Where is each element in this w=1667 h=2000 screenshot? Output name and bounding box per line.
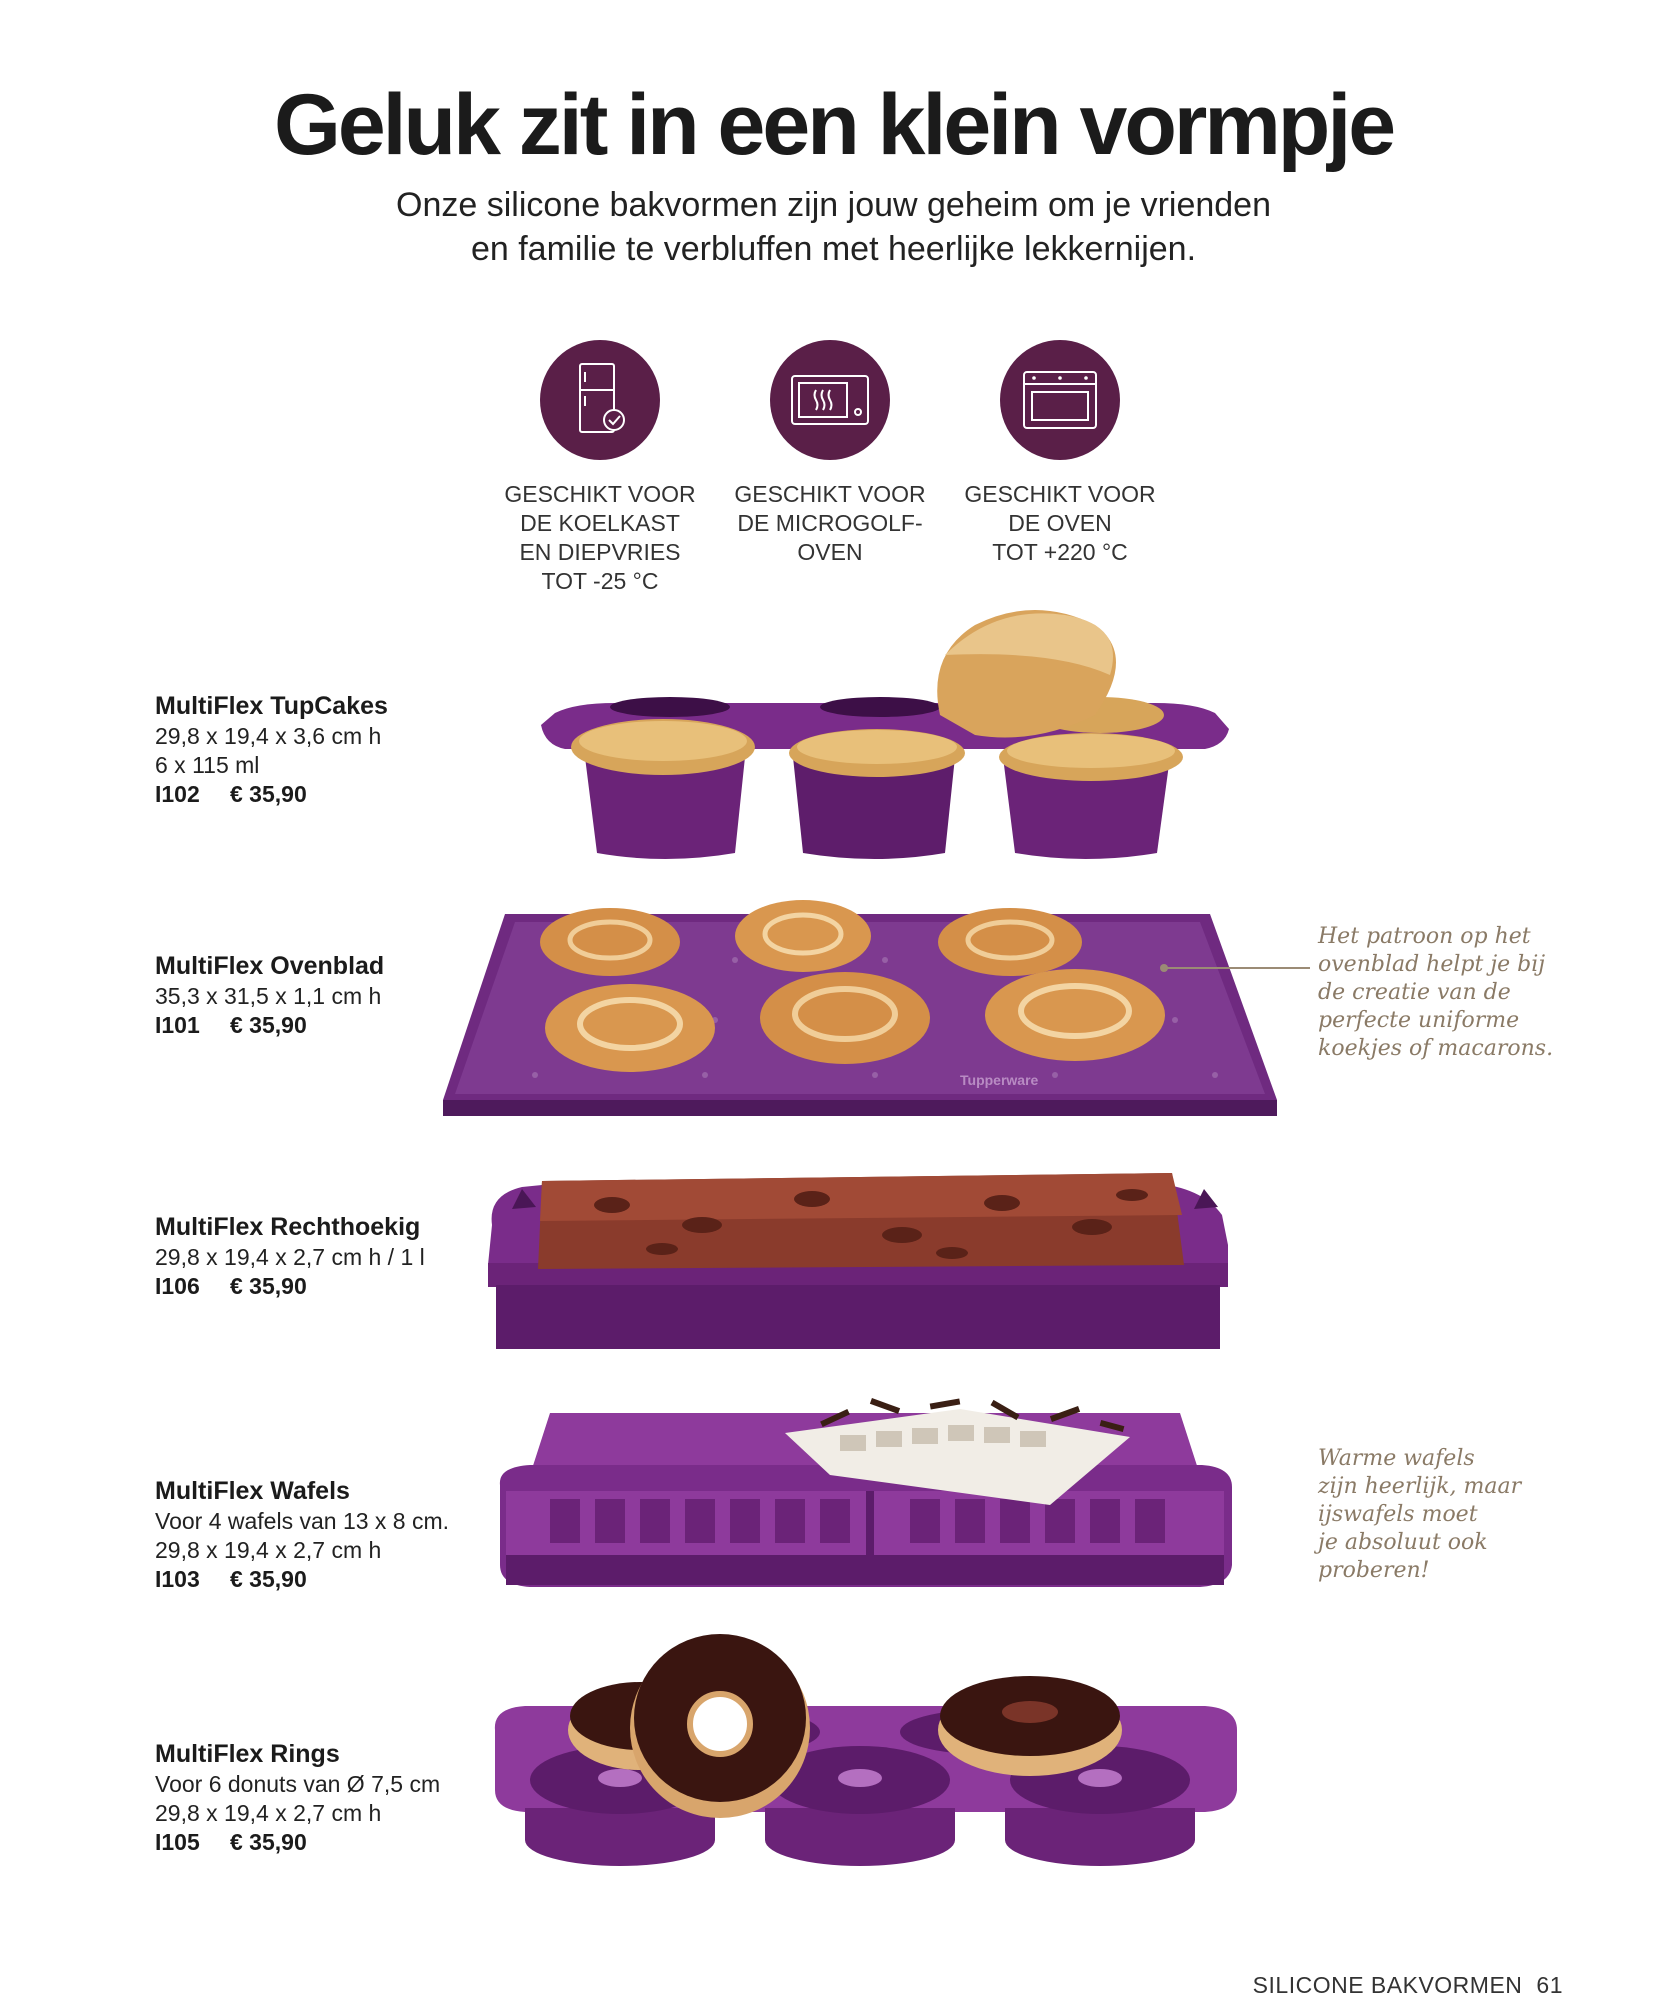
product-code: I103 xyxy=(155,1566,200,1592)
product-spec: 35,3 x 31,5 x 1,1 cm h xyxy=(155,983,382,1009)
fridge-icon xyxy=(540,340,660,460)
product-price: € 35,90 xyxy=(230,1012,307,1038)
footer-section: SILICONE BAKVORMEN xyxy=(1252,1972,1523,1998)
subtitle-line-1: Onze silicone bakvormen zijn jouw geheim… xyxy=(396,186,1271,224)
rings-mould-image xyxy=(494,1634,1238,1866)
product-price: € 35,90 xyxy=(230,1566,307,1592)
product-code: I101 xyxy=(155,1012,200,1038)
wafels-note: Warme wafels zijn heerlijk, maar ijswafe… xyxy=(1318,1446,1522,1583)
subtitle-line-2: en familie te verbluffen met heerlijke l… xyxy=(470,230,1197,268)
ovenblad-note: Het patroon op het ovenblad helpt je bij… xyxy=(1318,924,1554,1061)
product-price: € 35,90 xyxy=(230,1829,307,1855)
product-spec: Voor 4 wafels van 13 x 8 cm. 29,8 x 19,4… xyxy=(155,1508,450,1563)
ovenblad-note-pointer-line xyxy=(1166,967,1310,969)
rechthoekig-mould-image xyxy=(488,1173,1228,1349)
product-code: I106 xyxy=(155,1273,200,1299)
page-number: 61 xyxy=(1536,1972,1563,1998)
product-name: MultiFlex Rechthoekig xyxy=(155,1213,421,1241)
product-priceline: I106 € 35,90 xyxy=(155,1272,485,1301)
feature-fridge: GESCHIKT VOOR DE KOELKAST EN DIEPVRIES T… xyxy=(490,340,710,596)
page-footer: SILICONE BAKVORMEN 61 xyxy=(1253,1972,1563,1999)
feature-oven: GESCHIKT VOOR DE OVEN TOT +220 °C xyxy=(950,340,1170,567)
feature-label-oven: GESCHIKT VOOR DE OVEN TOT +220 °C xyxy=(964,481,1156,565)
feature-microwave: GESCHIKT VOOR DE MICROGOLF- OVEN xyxy=(720,340,940,567)
product-price: € 35,90 xyxy=(230,1273,307,1299)
product-code: I102 xyxy=(155,781,200,807)
ovenblad-note-pointer-dot xyxy=(1160,964,1168,972)
product-priceline: I105 € 35,90 xyxy=(155,1828,485,1857)
product-name: MultiFlex Wafels xyxy=(155,1477,350,1505)
ovenblad-brand-mark: Tupperware xyxy=(960,1072,1039,1088)
page-title: Geluk zit in een klein vormpje xyxy=(273,77,1396,173)
tupcakes-mould-image xyxy=(541,610,1229,859)
product-spec: 29,8 x 19,4 x 2,7 cm h / 1 l xyxy=(155,1244,425,1270)
feature-label-fridge: GESCHIKT VOOR DE KOELKAST EN DIEPVRIES T… xyxy=(504,481,696,594)
oven-icon xyxy=(1000,340,1120,460)
product-tupcakes: MultiFlex TupCakes 29,8 x 19,4 x 3,6 cm … xyxy=(155,690,485,809)
product-rechthoekig: MultiFlex Rechthoekig 29,8 x 19,4 x 2,7 … xyxy=(155,1211,485,1301)
microwave-icon xyxy=(770,340,890,460)
product-name: MultiFlex Ovenblad xyxy=(155,952,385,980)
product-wafels: MultiFlex Wafels Voor 4 wafels van 13 x … xyxy=(155,1475,485,1594)
ovenblad-sheet-image: Tupperware xyxy=(443,900,1277,1116)
product-ovenblad: MultiFlex Ovenblad 35,3 x 31,5 x 1,1 cm … xyxy=(155,950,485,1040)
product-price: € 35,90 xyxy=(230,781,307,807)
feature-label-microwave: GESCHIKT VOOR DE MICROGOLF- OVEN xyxy=(734,481,926,565)
product-name: MultiFlex TupCakes xyxy=(155,692,388,720)
product-name: MultiFlex Rings xyxy=(155,1740,340,1768)
product-priceline: I101 € 35,90 xyxy=(155,1011,485,1040)
wafels-mould-image xyxy=(499,1398,1233,1587)
product-spec: Voor 6 donuts van Ø 7,5 cm 29,8 x 19,4 x… xyxy=(155,1771,441,1826)
product-spec: 29,8 x 19,4 x 3,6 cm h 6 x 115 ml xyxy=(155,723,382,778)
product-rings: MultiFlex Rings Voor 6 donuts van Ø 7,5 … xyxy=(155,1738,485,1857)
page-subtitle: Onze silicone bakvormen zijn jouw geheim… xyxy=(0,183,1667,271)
product-priceline: I103 € 35,90 xyxy=(155,1565,485,1594)
product-code: I105 xyxy=(155,1829,200,1855)
product-priceline: I102 € 35,90 xyxy=(155,780,485,809)
